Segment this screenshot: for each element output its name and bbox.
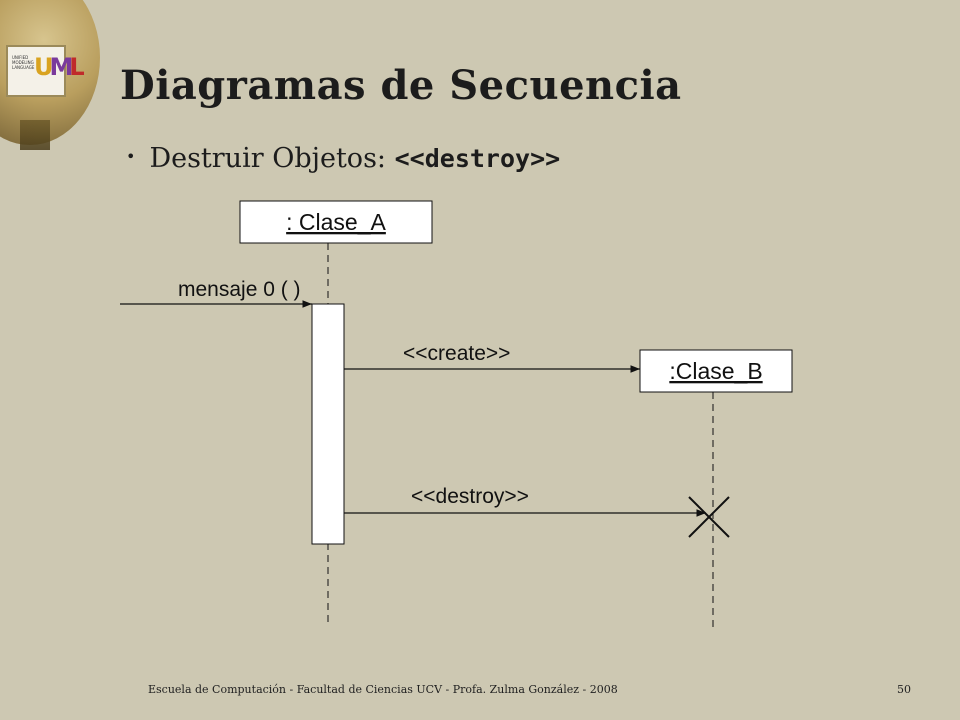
message-destroy-label: <<destroy>> [411,485,529,508]
message-destroy: <<destroy>> [344,485,706,517]
uml-logo: UNIFIED MODELING LANGUAGE UML [6,45,85,97]
globe-stand-decoration [20,120,50,150]
logo-letter-u: U [34,53,53,81]
message-mensaje-0-label: mensaje 0 ( ) [178,278,301,301]
message-create: <<create>> [344,342,640,373]
object-clase-b-label: :Clase_B [669,358,762,384]
destroy-x-icon [688,496,730,538]
bullet-dot-icon: • [126,147,136,166]
object-clase-a: : Clase_A [239,200,433,244]
page-title: Diagramas de Secuencia [120,62,682,109]
page-number: 50 [897,683,911,696]
bullet-item: • Destruir Objetos: <<destroy>> [126,143,560,174]
object-clase-a-label: : Clase_A [286,209,386,235]
bullet-text: Destruir Objetos: [149,143,395,174]
logo-letter-m: M [49,53,74,81]
footer-text: Escuela de Computación - Facultad de Cie… [148,683,618,696]
object-clase-b: :Clase_B [639,349,793,393]
activation-bar-clase-a [311,303,345,545]
message-create-label: <<create>> [403,342,510,365]
logo-small-text: UNIFIED MODELING LANGUAGE [12,55,35,70]
bullet-code: <<destroy>> [394,144,561,173]
message-mensaje-0: mensaje 0 ( ) [120,278,312,308]
